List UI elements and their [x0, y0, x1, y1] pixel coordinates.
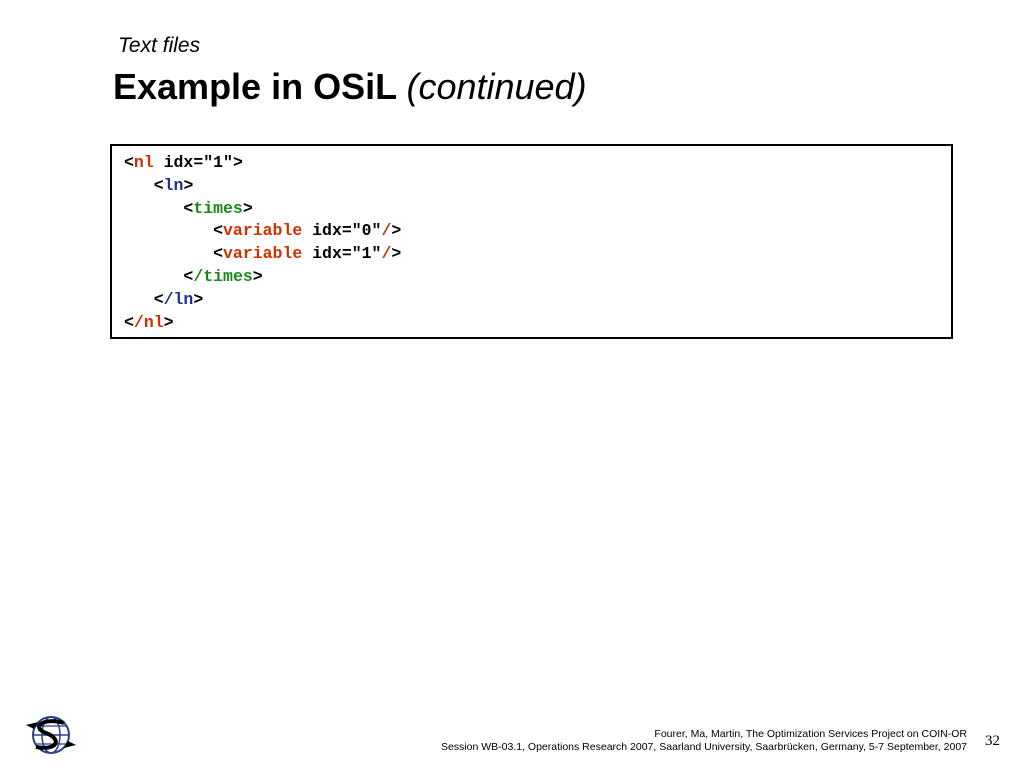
- code-tag: nl: [143, 312, 164, 332]
- code-attributes: idx="0": [302, 221, 382, 241]
- footer-citation: Fourer, Ma, Martin, The Optimization Ser…: [441, 728, 967, 754]
- code-line: </times>: [124, 266, 951, 289]
- code-bracket: <: [213, 221, 224, 241]
- code-line: <nl idx="1">: [124, 152, 951, 175]
- code-indent: [124, 267, 183, 286]
- optimization-services-globe-logo: [26, 716, 76, 754]
- code-tag: ln: [173, 289, 194, 309]
- code-tag: nl: [133, 153, 154, 172]
- code-indent: [124, 244, 213, 263]
- code-attributes: idx="1": [153, 153, 233, 172]
- code-self-close-slash: /: [381, 221, 392, 241]
- code-bracket: >: [242, 198, 253, 218]
- code-bracket: >: [183, 175, 194, 195]
- code-line: <times>: [124, 198, 951, 221]
- code-line: <variable idx="0"/>: [124, 220, 951, 243]
- code-bracket: <: [124, 312, 134, 332]
- code-bracket: >: [391, 244, 402, 264]
- code-line: </ln>: [124, 289, 951, 312]
- code-bracket: <: [213, 244, 224, 264]
- code-indent: [124, 290, 154, 309]
- title-continued: (continued): [406, 66, 587, 107]
- slide-subtitle: Text files: [118, 34, 201, 57]
- title-main: Example in OSiL: [113, 66, 397, 107]
- footer-line-2: Session WB-03.1, Operations Research 200…: [440, 741, 967, 753]
- code-self-close-slash: /: [381, 244, 392, 264]
- code-slash: /: [133, 312, 144, 332]
- code-bracket: >: [391, 221, 402, 241]
- slide-title: Example in OSiL (continued): [113, 64, 587, 110]
- code-indent: [124, 176, 154, 195]
- code-bracket: <: [183, 198, 194, 218]
- code-tag: variable: [223, 221, 303, 241]
- code-bracket: >: [193, 289, 204, 309]
- page-number: 32: [985, 733, 1000, 749]
- code-line: </nl>: [124, 312, 951, 335]
- code-indent: [124, 199, 183, 218]
- code-bracket: >: [252, 266, 263, 286]
- code-bracket: >: [163, 312, 174, 332]
- code-bracket: <: [124, 153, 134, 172]
- code-line: <variable idx="1"/>: [124, 243, 951, 266]
- code-line: <ln>: [124, 175, 951, 198]
- code-slash: /: [193, 266, 204, 286]
- code-indent: [124, 221, 213, 240]
- code-slash: /: [163, 289, 174, 309]
- code-bracket: <: [153, 289, 164, 309]
- code-bracket: <: [153, 175, 164, 195]
- code-bracket: >: [232, 153, 243, 172]
- code-bracket: <: [183, 266, 194, 286]
- code-tag: ln: [163, 175, 184, 195]
- code-block: <nl idx="1"> <ln> <times> <variable idx=…: [110, 144, 953, 339]
- code-tag: variable: [223, 244, 303, 264]
- footer-line-1: Fourer, Ma, Martin, The Optimization Ser…: [654, 728, 967, 740]
- code-attributes: idx="1": [302, 244, 382, 264]
- code-tag: times: [193, 198, 243, 218]
- code-tag: times: [203, 266, 253, 286]
